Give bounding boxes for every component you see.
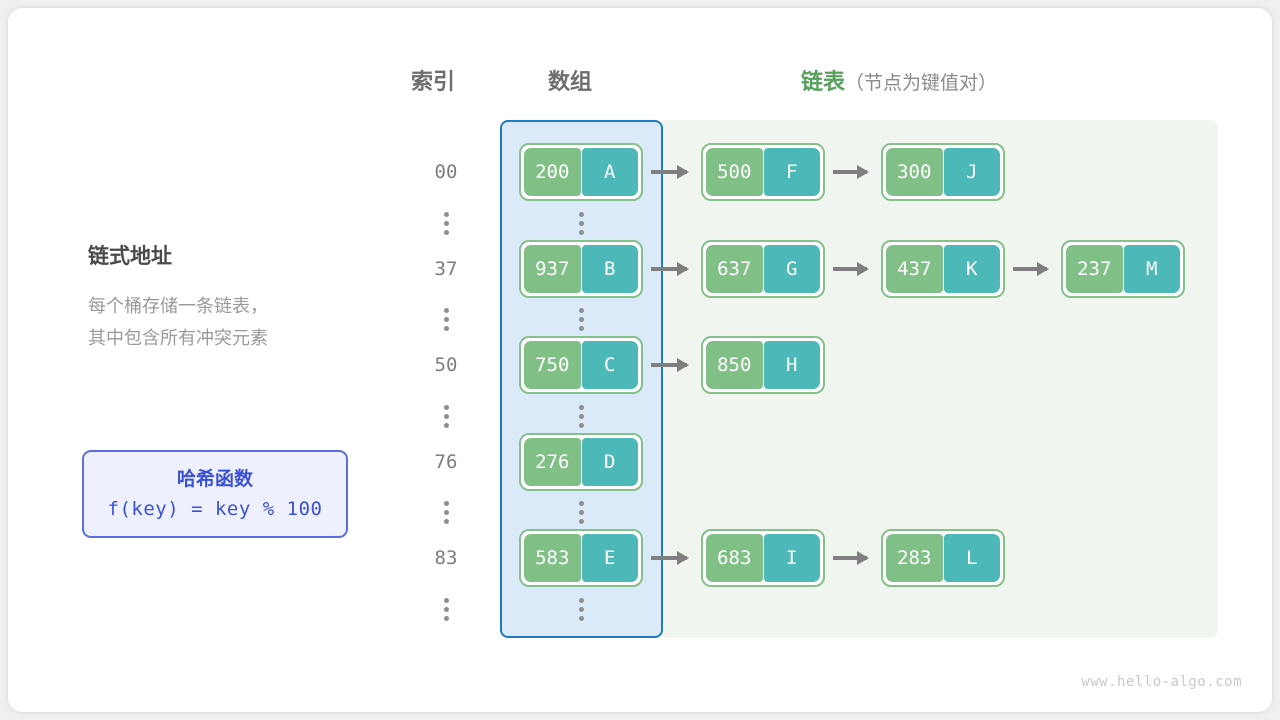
bucket-index-label: 00 [434, 161, 458, 183]
node-key: 750 [524, 341, 581, 389]
link-arrow-icon [651, 262, 689, 276]
bucket-index-label: 76 [434, 451, 458, 473]
column-heading-array: 数组 [548, 69, 593, 94]
node-value: G [763, 245, 820, 293]
node-key: 237 [1066, 245, 1123, 293]
node-value: J [943, 148, 1000, 196]
node-value: H [763, 341, 820, 389]
link-arrow-icon [833, 262, 869, 276]
node-key: 300 [886, 148, 943, 196]
array-ellipsis-icon [571, 594, 591, 621]
node-value: L [943, 534, 1000, 582]
hash-function-formula: f(key) = key % 100 [107, 498, 323, 520]
link-arrow-icon [1013, 262, 1049, 276]
node-value: K [943, 245, 1000, 293]
link-arrow-icon [651, 551, 689, 565]
linkedlist-heading-sub: （节点为键值对） [845, 73, 998, 94]
index-ellipsis-icon [436, 401, 456, 428]
node-value: A [581, 148, 638, 196]
node-key: 937 [524, 245, 581, 293]
node-value: D [581, 438, 638, 486]
index-ellipsis-icon [436, 304, 456, 331]
node-key: 276 [524, 438, 581, 486]
index-ellipsis-icon [436, 208, 456, 235]
bucket-index-label: 83 [434, 547, 458, 569]
node-key: 437 [886, 245, 943, 293]
index-ellipsis-icon [436, 497, 456, 524]
node-value: B [581, 245, 638, 293]
concept-description-line-2: 其中包含所有冲突元素 [88, 328, 268, 348]
link-arrow-icon [651, 165, 689, 179]
node-value: C [581, 341, 638, 389]
watermark: www.hello-algo.com [1081, 674, 1242, 690]
linkedlist-heading-main: 链表 [801, 69, 846, 94]
concept-description: 每个桶存储一条链表， 其中包含所有冲突元素 [88, 290, 268, 354]
concept-description-line-1: 每个桶存储一条链表， [88, 296, 268, 316]
diagram-card: 索引 数组 链表（节点为键值对） 链式地址 每个桶存储一条链表， 其中包含所有冲… [8, 8, 1272, 712]
node-key: 850 [706, 341, 763, 389]
bucket-index-label: 37 [434, 258, 458, 280]
concept-title: 链式地址 [88, 245, 172, 268]
array-ellipsis-icon [571, 304, 591, 331]
node-key: 637 [706, 245, 763, 293]
node-key: 500 [706, 148, 763, 196]
link-arrow-icon [651, 358, 689, 372]
node-value: E [581, 534, 638, 582]
array-ellipsis-icon [571, 208, 591, 235]
node-key: 583 [524, 534, 581, 582]
array-ellipsis-icon [571, 497, 591, 524]
node-value: F [763, 148, 820, 196]
index-ellipsis-icon [436, 594, 456, 621]
link-arrow-icon [833, 551, 869, 565]
column-heading-linkedlist: 链表（节点为键值对） [801, 64, 997, 96]
node-key: 200 [524, 148, 581, 196]
node-value: M [1123, 245, 1180, 293]
node-value: I [763, 534, 820, 582]
node-key: 283 [886, 534, 943, 582]
bucket-index-label: 50 [434, 354, 458, 376]
link-arrow-icon [833, 165, 869, 179]
hash-function-box: 哈希函数 f(key) = key % 100 [82, 450, 348, 538]
node-key: 683 [706, 534, 763, 582]
array-ellipsis-icon [571, 401, 591, 428]
column-heading-index: 索引 [411, 69, 456, 94]
hash-function-title: 哈希函数 [176, 469, 253, 490]
